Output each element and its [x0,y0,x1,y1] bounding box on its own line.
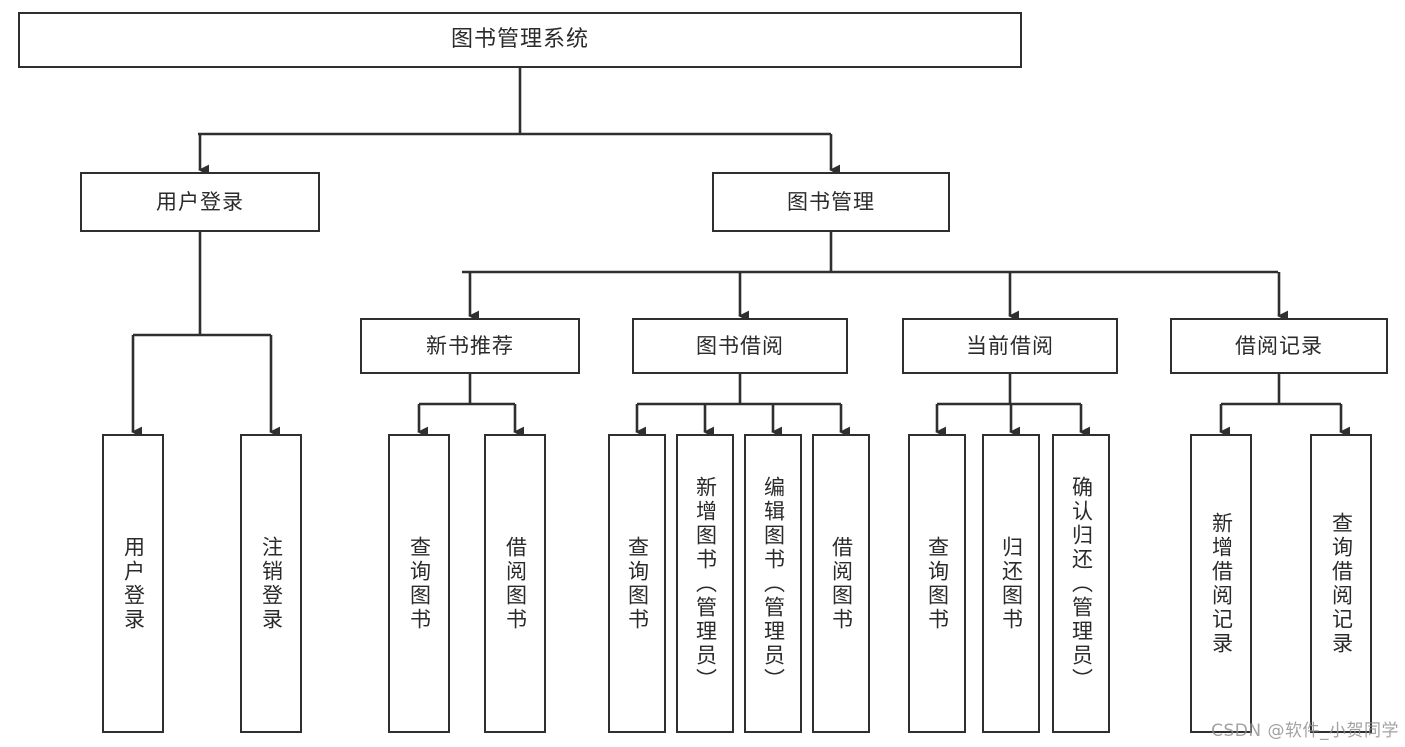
node-current-borrow[interactable]: 当前借阅 [902,318,1118,374]
node-borrow-record[interactable]: 借阅记录 [1170,318,1388,374]
node-new-book-rec[interactable]: 新书推荐 [360,318,580,374]
leaf-return-book-label: 归还图书 [999,535,1024,632]
leaf-user-login-label: 用户登录 [121,535,146,632]
leaf-edit-book-label: 编辑图书（管理员） [761,475,786,692]
leaf-confirm-return-label: 确认归还（管理员） [1069,475,1094,692]
leaf-user-login[interactable]: 用户登录 [102,434,164,733]
leaf-borrow-book-label: 借阅图书 [829,535,854,632]
node-root-label: 图书管理系统 [450,27,589,53]
leaf-confirm-return[interactable]: 确认归还（管理员） [1052,434,1110,733]
leaf-add-record-label: 新增借阅记录 [1209,511,1234,656]
node-user-login[interactable]: 用户登录 [80,172,320,232]
node-borrow-record-label: 借阅记录 [1235,333,1323,358]
node-book-borrow[interactable]: 图书借阅 [632,318,848,374]
leaf-add-record[interactable]: 新增借阅记录 [1190,434,1252,733]
node-book-manage-label: 图书管理 [787,189,875,214]
tree-edges [131,68,1351,438]
leaf-query-book-current-label: 查询图书 [925,535,950,632]
leaf-query-record[interactable]: 查询借阅记录 [1310,434,1372,733]
node-book-manage[interactable]: 图书管理 [712,172,950,232]
leaf-query-book-borrow[interactable]: 查询图书 [608,434,666,733]
leaf-return-book[interactable]: 归还图书 [982,434,1040,733]
leaf-borrow-book-rec-label: 借阅图书 [503,535,528,632]
leaf-borrow-book-rec[interactable]: 借阅图书 [484,434,546,733]
node-current-borrow-label: 当前借阅 [966,333,1054,358]
leaf-user-logout[interactable]: 注销登录 [240,434,302,733]
leaf-add-book[interactable]: 新增图书（管理员） [676,434,734,733]
leaf-borrow-book[interactable]: 借阅图书 [812,434,870,733]
leaf-query-record-label: 查询借阅记录 [1329,511,1354,656]
node-user-login-label: 用户登录 [156,189,244,214]
leaf-user-logout-label: 注销登录 [259,535,284,632]
leaf-query-book-current[interactable]: 查询图书 [908,434,966,733]
leaf-edit-book[interactable]: 编辑图书（管理员） [744,434,802,733]
leaf-add-book-label: 新增图书（管理员） [693,475,718,692]
node-root[interactable]: 图书管理系统 [18,12,1022,68]
leaf-query-book-rec-label: 查询图书 [407,535,432,632]
node-book-borrow-label: 图书借阅 [696,333,784,358]
leaf-query-book-rec[interactable]: 查询图书 [388,434,450,733]
leaf-query-book-borrow-label: 查询图书 [625,535,650,632]
node-new-book-rec-label: 新书推荐 [426,333,514,358]
